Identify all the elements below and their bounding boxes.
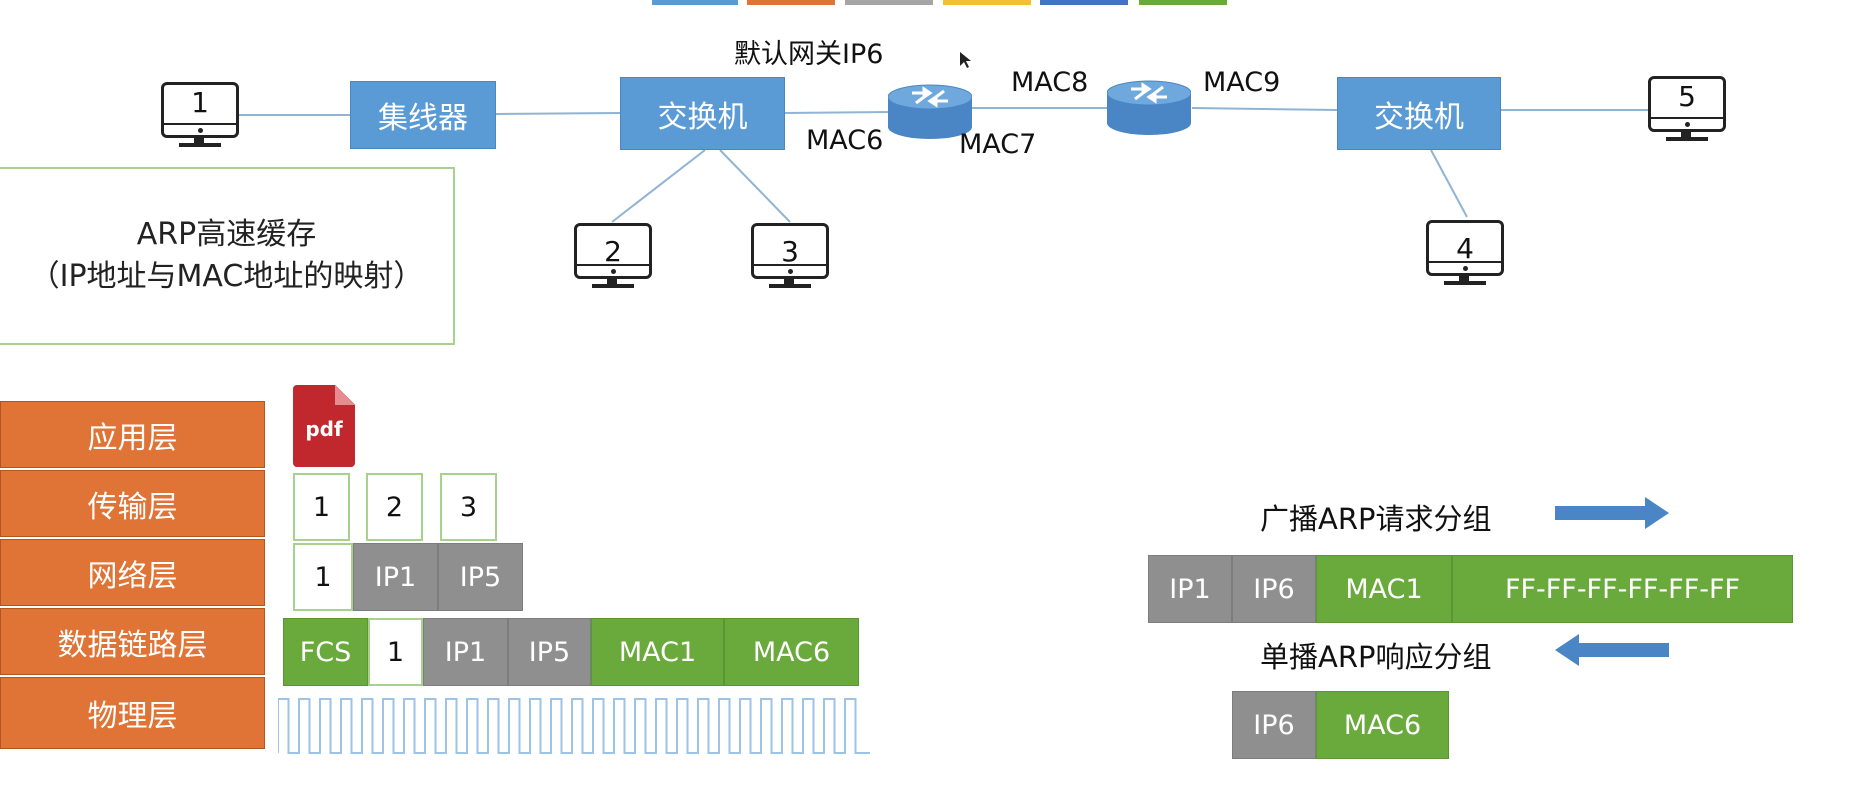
- monitor-icon: [751, 223, 829, 279]
- router-icon: [887, 84, 973, 139]
- top-color-tab-3: [845, 0, 933, 5]
- arp-request-sender-mac: MAC1: [1316, 555, 1452, 623]
- host-2[interactable]: 2: [574, 223, 652, 293]
- arp-cache-subtitle: （IP地址与MAC地址的映射）: [29, 259, 424, 294]
- host-1[interactable]: 1: [161, 82, 239, 152]
- frame-payload: 1: [368, 618, 423, 686]
- router-icon: [1106, 80, 1192, 135]
- transport-segment-3: 3: [440, 473, 497, 541]
- top-color-tab-4: [943, 0, 1031, 5]
- frame-src-mac: MAC1: [591, 618, 724, 686]
- monitor-icon: [1648, 76, 1726, 132]
- arrow-right-icon: [1555, 497, 1669, 529]
- arp-request-broadcast-mac: FF-FF-FF-FF-FF-FF: [1452, 555, 1793, 623]
- arp-cache-box: ARP高速缓存 （IP地址与MAC地址的映射）: [0, 167, 455, 345]
- arp-request-title: 广播ARP请求分组: [1260, 502, 1492, 536]
- host-number: 4: [1456, 232, 1474, 265]
- host-3[interactable]: 3: [751, 223, 829, 293]
- network-payload: 1: [293, 543, 353, 611]
- frame-src-ip: IP1: [423, 618, 508, 686]
- arp-reply-title: 单播ARP响应分组: [1260, 640, 1492, 674]
- switch-right[interactable]: 交换机: [1337, 77, 1501, 150]
- router-left[interactable]: [887, 83, 973, 139]
- physical-signal-waveform: [278, 698, 870, 754]
- arp-request-target-ip: IP6: [1232, 555, 1316, 623]
- top-color-tab-6: [1139, 0, 1227, 5]
- frame-fcs: FCS: [283, 618, 368, 686]
- arp-request-sender-ip: IP1: [1148, 555, 1232, 623]
- layer-network: 网络层: [0, 539, 265, 606]
- monitor-icon: [574, 223, 652, 279]
- mac-label-mac7: MAC7: [959, 129, 1037, 160]
- mac-label-mac8: MAC8: [1011, 67, 1089, 98]
- layer-transport: 传输层: [0, 470, 265, 537]
- switch-left[interactable]: 交换机: [620, 77, 785, 150]
- top-color-tab-2: [747, 0, 835, 5]
- transport-segment-1: 1: [293, 473, 350, 541]
- layer-datalink: 数据链路层: [0, 608, 265, 675]
- transport-segment-2: 2: [366, 473, 423, 541]
- host-number: 3: [781, 235, 799, 268]
- monitor-icon: [161, 82, 239, 138]
- mac-label-mac9: MAC9: [1203, 67, 1281, 98]
- router-right[interactable]: [1106, 79, 1192, 135]
- mac-label-mac6: MAC6: [806, 125, 884, 156]
- arp-reply-sender-ip: IP6: [1232, 691, 1316, 759]
- network-src-ip: IP1: [353, 543, 438, 611]
- frame-dst-ip: IP5: [508, 618, 591, 686]
- host-number: 5: [1678, 80, 1696, 113]
- host-5[interactable]: 5: [1648, 76, 1726, 146]
- layer-application: 应用层: [0, 401, 265, 468]
- cursor-icon: [960, 52, 971, 68]
- arrow-left-icon: [1555, 634, 1669, 666]
- host-4[interactable]: 4: [1426, 220, 1504, 290]
- layer-physical: 物理层: [0, 677, 265, 749]
- hub[interactable]: 集线器: [350, 81, 496, 149]
- host-number: 1: [191, 86, 209, 119]
- gateway-label: 默认网关IP6: [734, 39, 884, 70]
- arp-cache-title: ARP高速缓存: [136, 217, 317, 252]
- network-dst-ip: IP5: [438, 543, 523, 611]
- top-color-tab-5: [1040, 0, 1128, 5]
- arp-reply-sender-mac: MAC6: [1316, 691, 1449, 759]
- top-color-tab-1: [652, 0, 738, 5]
- frame-dst-mac: MAC6: [724, 618, 859, 686]
- host-number: 2: [604, 235, 622, 268]
